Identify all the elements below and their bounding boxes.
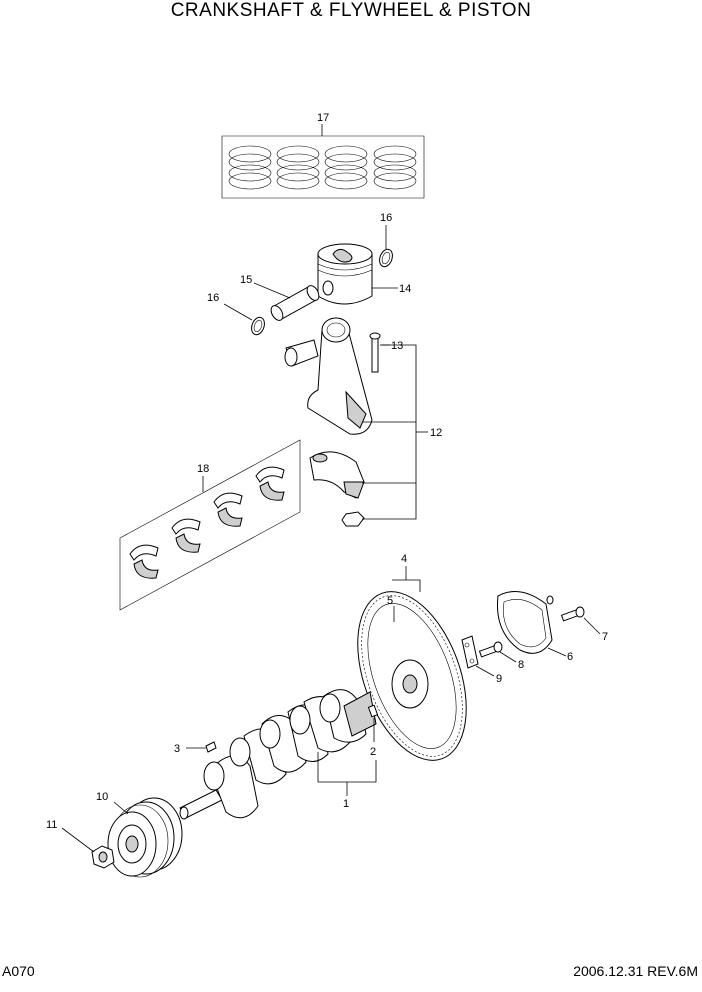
callout-18: 18 (197, 463, 209, 475)
page-title: CRANKSHAFT & FLYWHEEL & PISTON (170, 0, 532, 21)
callout-17: 17 (317, 112, 329, 124)
callout-16-lower: 16 (207, 292, 219, 304)
snap-ring-upper (379, 248, 393, 268)
revision-date: 2006.12.31 REV.6M (573, 963, 698, 979)
callout-16-upper: 16 (380, 212, 392, 224)
snap-ring-lower (251, 316, 265, 336)
crankshaft-pulley (107, 797, 183, 878)
flywheel (357, 591, 467, 761)
page-code: A070 (2, 963, 35, 979)
piston-ring-set (221, 124, 425, 199)
callout-4: 4 (401, 553, 407, 565)
callout-2: 2 (370, 746, 376, 758)
woodruff-key (205, 741, 217, 753)
callout-12: 12 (430, 427, 442, 439)
callout-9: 9 (496, 673, 502, 685)
callout-13: 13 (391, 340, 403, 352)
crankshaft (179, 689, 377, 820)
callout-3: 3 (174, 743, 180, 755)
pulley-nut (91, 845, 115, 869)
callout-11: 11 (46, 819, 57, 831)
callout-5: 5 (387, 595, 393, 607)
callout-1: 1 (343, 798, 349, 810)
callout-6: 6 (567, 651, 573, 663)
callout-7: 7 (602, 631, 608, 643)
dowel-pin (367, 704, 379, 718)
connecting-rod-bolt (369, 332, 381, 373)
flywheel-bolt (478, 641, 503, 658)
piston (317, 243, 373, 305)
piston-pin (270, 285, 320, 321)
callout-14: 14 (399, 283, 411, 295)
rear-plate (496, 591, 554, 654)
lock-plate (461, 635, 479, 669)
callout-8: 8 (518, 659, 524, 671)
callout-15: 15 (240, 274, 252, 286)
callout-10: 10 (96, 791, 108, 803)
bearing-shell-set (119, 439, 301, 611)
connecting-rod (284, 317, 373, 499)
plate-bolt (560, 606, 585, 622)
connecting-rod-nut (341, 511, 365, 527)
